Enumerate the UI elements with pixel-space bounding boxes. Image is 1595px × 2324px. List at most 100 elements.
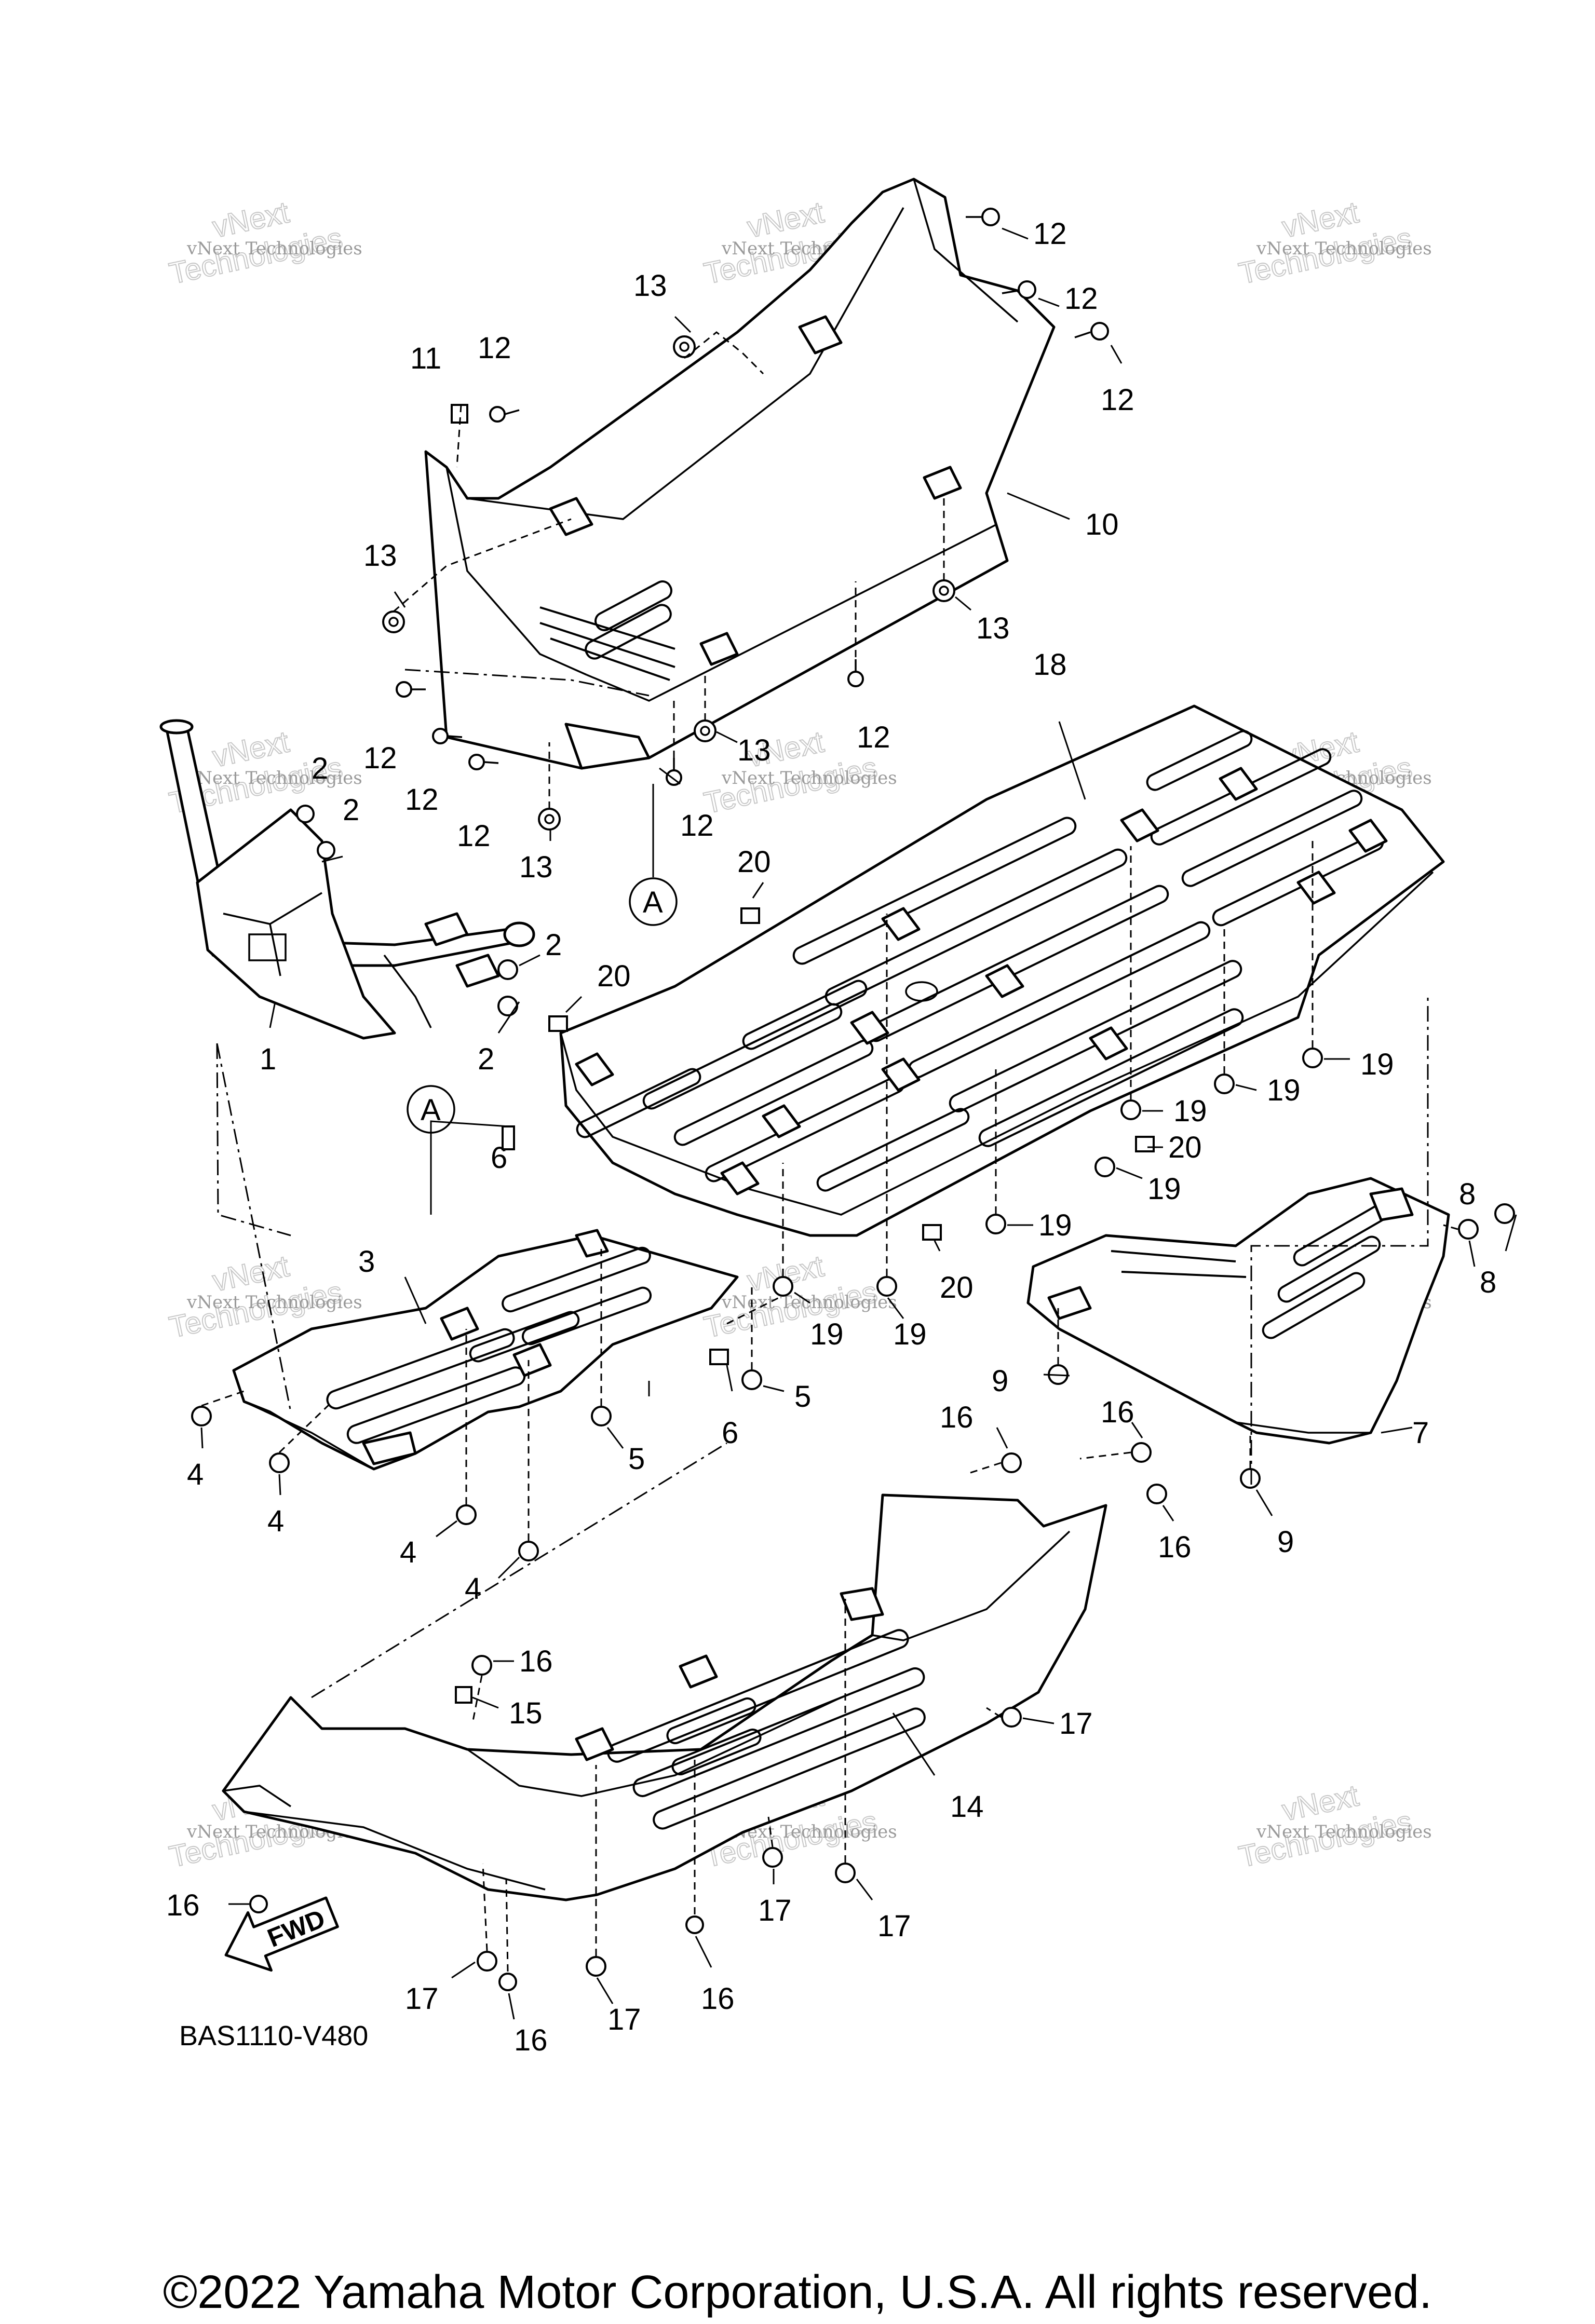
callout-16: 16 (701, 1982, 735, 2016)
skid-plate-front-3 (232, 1229, 739, 1471)
clip-6-b (709, 1349, 729, 1365)
watermark: vNext Technologies vNext Technologies (1235, 195, 1432, 291)
skid-plate-rear-14 (222, 1493, 1107, 1901)
bolt-17-e (586, 1956, 606, 1977)
callout-6: 6 (491, 1141, 507, 1175)
bolt-4-c (456, 1504, 477, 1525)
callout-4: 4 (465, 1572, 481, 1606)
bolt-19-c (1120, 1099, 1141, 1120)
callout-8: 8 (1459, 1177, 1476, 1211)
bolt-9-b (1240, 1468, 1261, 1489)
callout-16: 16 (514, 2023, 548, 2057)
bolt-8-b (1494, 1203, 1515, 1224)
bolt-8-a (1458, 1219, 1479, 1240)
reference-a-2: A (407, 1085, 455, 1134)
bolt-16-f (685, 1915, 704, 1934)
callout-4: 4 (267, 1504, 284, 1538)
callout-17: 17 (1059, 1707, 1093, 1741)
callout-20: 20 (1168, 1131, 1202, 1164)
callout-17: 17 (877, 1909, 911, 1943)
callout-5: 5 (628, 1442, 645, 1476)
callout-2: 2 (478, 1042, 494, 1076)
callout-9: 9 (992, 1364, 1008, 1398)
callout-17: 17 (405, 1982, 439, 2016)
callout-12: 12 (1033, 217, 1067, 251)
callout-1: 1 (260, 1042, 276, 1076)
leader-lines (200, 227, 1517, 2020)
callout-4: 4 (400, 1535, 416, 1569)
bolt-19-e (985, 1214, 1006, 1234)
callout-12: 12 (457, 819, 491, 853)
callout-13: 13 (519, 850, 553, 884)
callout-13: 13 (633, 269, 667, 303)
bolt-17-a (1001, 1707, 1022, 1728)
bolt-12-f (432, 728, 463, 744)
bolt-12-i (666, 758, 682, 786)
nut-13-e (538, 808, 561, 831)
callouts: 12 12 12 13 12 11 13 10 13 18 12 13 12 1… (166, 217, 1496, 2057)
assembly-lines (201, 331, 1458, 1972)
bolt-16-a (1001, 1452, 1022, 1473)
bolt-12-b (1002, 280, 1036, 299)
copyright-notice: ©2022 Yamaha Motor Corporation, U.S.A. A… (163, 2266, 1432, 2318)
bolt-17-d (477, 1951, 497, 1972)
callout-14: 14 (950, 1790, 984, 1824)
callout-16: 16 (519, 1645, 553, 1678)
callout-19: 19 (1360, 1048, 1394, 1081)
bolt-19-d (1094, 1157, 1115, 1177)
bolt-17-b (762, 1847, 783, 1868)
bolt-2-b (317, 841, 335, 860)
nut-13-a (673, 335, 696, 358)
svg-text:vNext Technologies: vNext Technologies (1256, 1822, 1432, 1842)
part-code: BAS1110-V480 (179, 2020, 368, 2051)
callout-4: 4 (187, 1458, 204, 1491)
svg-text:vNext Technologies: vNext Technologies (186, 768, 362, 789)
callout-5: 5 (794, 1380, 811, 1414)
callout-3: 3 (358, 1245, 375, 1279)
callout-19: 19 (1267, 1073, 1301, 1107)
callout-12: 12 (363, 741, 397, 775)
skid-plate-main-18 (559, 704, 1445, 1237)
callout-13: 13 (976, 611, 1010, 645)
bolt-16-d (471, 1655, 492, 1676)
bolt-19-a (1302, 1048, 1323, 1068)
bolt-4-d (518, 1541, 539, 1561)
bolt-5-a (741, 1369, 762, 1390)
bolt-2-a (296, 805, 315, 823)
bolt-4-b (269, 1452, 290, 1473)
fwd-arrow-icon: FWD (224, 1896, 339, 1972)
callout-12: 12 (680, 809, 714, 842)
clip-20-c (1135, 1136, 1155, 1152)
callout-8: 8 (1480, 1266, 1496, 1299)
callout-9: 9 (1277, 1525, 1294, 1559)
callout-2: 2 (545, 928, 562, 962)
callout-12: 12 (1064, 282, 1098, 316)
nut-13-d (694, 719, 717, 742)
callout-6: 6 (722, 1416, 738, 1450)
callout-11: 11 (410, 342, 441, 375)
bolt-12-c (1074, 322, 1109, 341)
callout-16: 16 (1101, 1395, 1134, 1429)
clip-20-b (548, 1015, 568, 1032)
watermark: vNext Technologies vNext Technologies (700, 1248, 897, 1345)
bolt-12-e (396, 681, 426, 698)
watermark: vNext Technologies vNext Technologies (1235, 1778, 1432, 1874)
callout-2: 2 (312, 752, 328, 785)
callout-17: 17 (758, 1894, 792, 1927)
callout-20: 20 (940, 1271, 974, 1304)
callout-19: 19 (1038, 1208, 1072, 1242)
bolt-16-e (249, 1895, 268, 1913)
clip-15 (455, 1686, 472, 1704)
callout-17: 17 (607, 2003, 641, 2036)
callout-12: 12 (857, 721, 890, 754)
watermark: vNext Technologies vNext Technologies (166, 195, 362, 291)
svg-text:A: A (421, 1093, 441, 1127)
callout-12: 12 (405, 783, 439, 817)
callout-19: 19 (810, 1317, 844, 1351)
callout-18: 18 (1033, 648, 1067, 682)
nut-13-c (932, 579, 955, 602)
svg-text:vNext Technologies: vNext Technologies (1256, 238, 1432, 259)
callout-12: 12 (1101, 383, 1134, 417)
bolt-19-b (1214, 1073, 1235, 1094)
